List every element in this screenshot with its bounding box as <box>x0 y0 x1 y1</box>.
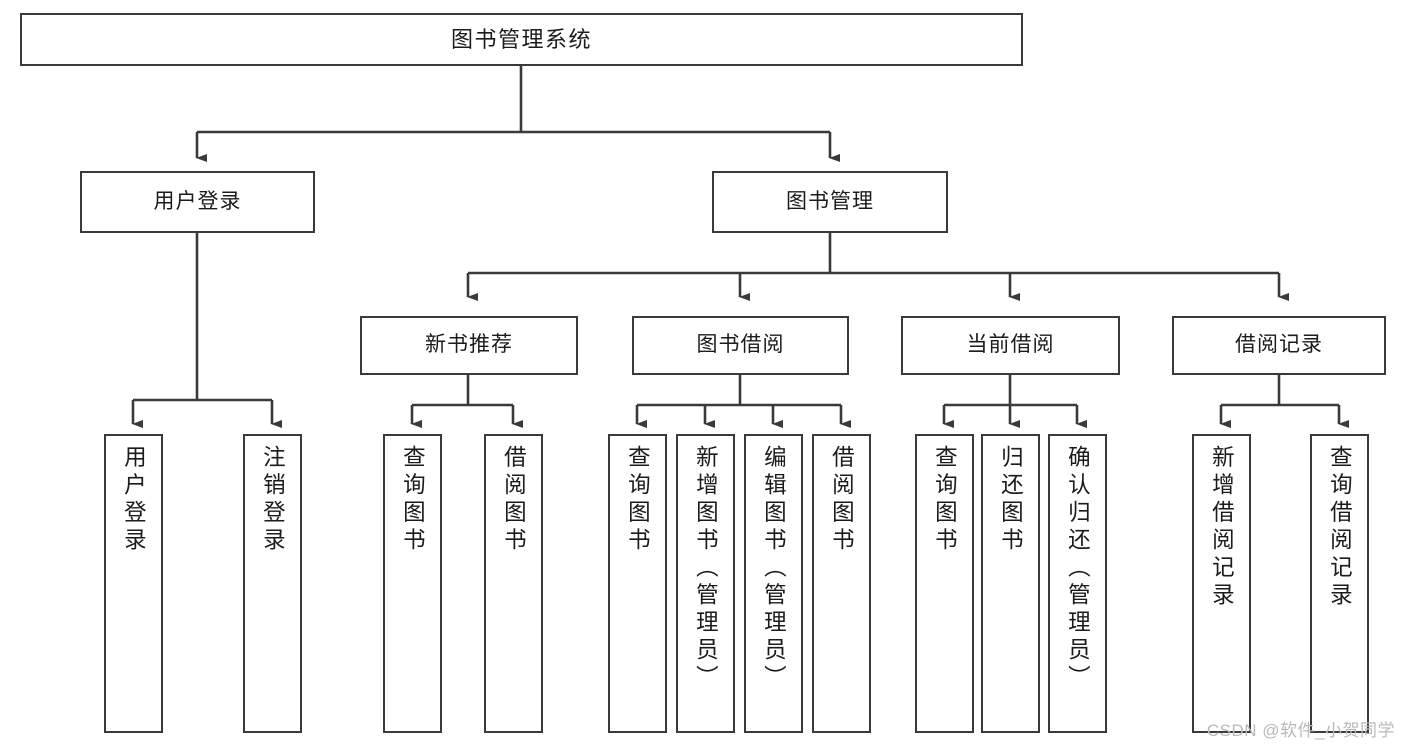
node-label: 编辑图书（管理员） <box>761 445 787 693</box>
leaf-borrow-record-add[interactable]: 新增借阅记录 <box>1192 434 1251 733</box>
node-label: 图书管理 <box>786 189 874 213</box>
leaf-current-borrow-return[interactable]: 归还图书 <box>981 434 1040 733</box>
leaf-book-borrow-add[interactable]: 新增图书（管理员） <box>676 434 735 733</box>
node-label: 注销登录 <box>260 445 286 555</box>
node-label: 查询借阅记录 <box>1327 445 1353 610</box>
node-book-management[interactable]: 图书管理 <box>712 171 948 233</box>
node-label: 查询图书 <box>625 445 651 555</box>
leaf-borrow-record-query[interactable]: 查询借阅记录 <box>1310 434 1369 733</box>
leaf-current-borrow-confirm-return[interactable]: 确认归还（管理员） <box>1048 434 1107 733</box>
leaf-current-borrow-query[interactable]: 查询图书 <box>915 434 974 733</box>
watermark-text: CSDN @软件_小贺同学 <box>1206 721 1395 740</box>
leaf-new-book-query[interactable]: 查询图书 <box>383 434 442 733</box>
leaf-new-book-borrow[interactable]: 借阅图书 <box>484 434 543 733</box>
node-label: 用户登录 <box>153 189 242 213</box>
leaf-user-login-logout[interactable]: 注销登录 <box>243 434 302 733</box>
node-root-system[interactable]: 图书管理系统 <box>20 13 1023 66</box>
leaf-book-borrow-borrow[interactable]: 借阅图书 <box>812 434 871 733</box>
node-label: 归还图书 <box>998 445 1024 555</box>
node-label: 查询图书 <box>400 445 426 555</box>
node-label: 借阅图书 <box>829 445 855 555</box>
node-new-book-recommend[interactable]: 新书推荐 <box>360 316 578 375</box>
node-label: 用户登录 <box>121 445 147 555</box>
node-user-login[interactable]: 用户登录 <box>80 171 315 233</box>
leaf-book-borrow-edit[interactable]: 编辑图书（管理员） <box>744 434 803 733</box>
node-label: 新书推荐 <box>425 333 513 357</box>
node-book-borrow[interactable]: 图书借阅 <box>632 316 849 375</box>
node-current-borrow[interactable]: 当前借阅 <box>901 316 1120 375</box>
leaf-book-borrow-query[interactable]: 查询图书 <box>608 434 667 733</box>
node-label: 查询图书 <box>932 445 958 555</box>
node-label: 当前借阅 <box>966 333 1055 357</box>
leaf-user-login-login[interactable]: 用户登录 <box>104 434 163 733</box>
node-borrow-record[interactable]: 借阅记录 <box>1172 316 1386 375</box>
node-label: 借阅图书 <box>501 445 527 555</box>
node-label: 借阅记录 <box>1235 333 1323 357</box>
node-label: 图书管理系统 <box>450 26 592 52</box>
node-label: 确认归还（管理员） <box>1065 445 1091 693</box>
node-label: 新增借阅记录 <box>1209 445 1235 610</box>
node-label: 图书借阅 <box>696 333 785 357</box>
node-label: 新增图书（管理员） <box>693 445 719 693</box>
